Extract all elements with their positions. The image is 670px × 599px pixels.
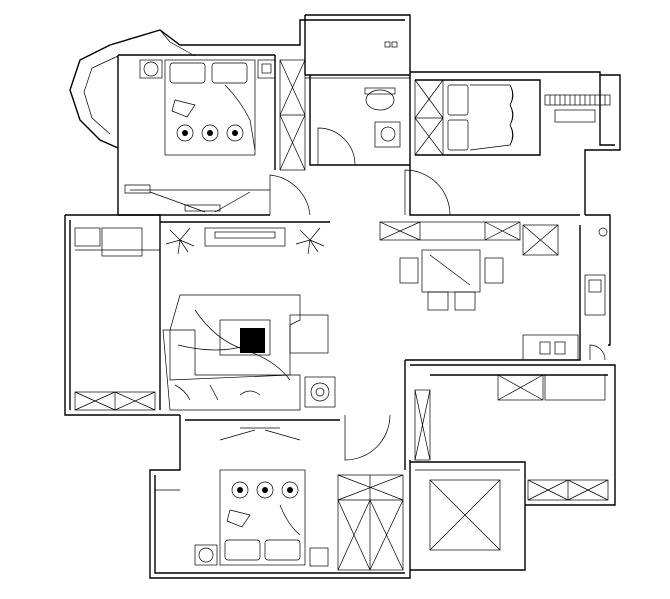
elevator-hall — [415, 469, 520, 551]
balcony-west — [74, 227, 160, 411]
bedroom-south — [155, 414, 404, 571]
kitchen — [522, 224, 608, 361]
utility-room — [414, 374, 609, 501]
master-bedroom — [124, 59, 311, 216]
living-room — [162, 227, 336, 411]
dining-area — [379, 221, 521, 311]
study-bedroom — [404, 79, 611, 216]
piano-keys — [549, 95, 606, 105]
bathroom — [305, 41, 410, 166]
exterior-walls — [64, 14, 621, 579]
